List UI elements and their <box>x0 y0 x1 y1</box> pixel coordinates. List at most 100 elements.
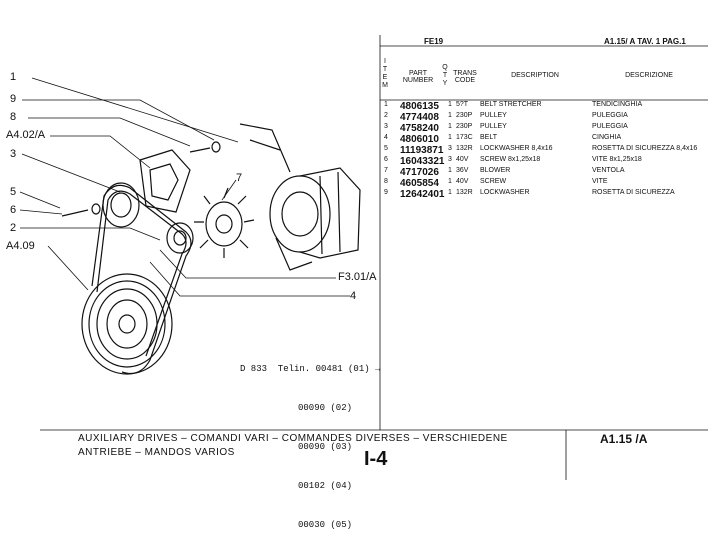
row-qty: 1 <box>448 123 452 130</box>
page-ref: A1.15/ A TAV. 1 PAG.1 <box>604 37 686 46</box>
row-qty: 1 <box>448 189 452 196</box>
callout-5: 5 <box>10 186 17 198</box>
row-descrizione: VITE <box>592 178 608 185</box>
callout-1: 1 <box>10 71 17 83</box>
row-item: 2 <box>384 112 388 119</box>
serial-line-3: 00090 (03) <box>298 442 353 452</box>
row-item: 9 <box>384 189 388 196</box>
header-descrizione: DESCRIZIONE <box>625 72 673 79</box>
row-description: SCREW 8x1,25x18 <box>480 156 541 163</box>
row-trans-code: 132R <box>456 145 473 152</box>
blower-fan <box>194 187 255 258</box>
row-description: BLOWER <box>480 167 511 174</box>
header-qty: Q T Y <box>442 64 448 87</box>
row-item: 5 <box>384 145 388 152</box>
table-row: 8 4605854 1 40V SCREW VITE <box>380 178 710 189</box>
row-trans-code: 40V <box>456 178 469 185</box>
row-description: BELT STRETCHER <box>480 101 542 108</box>
footer-title-1: AUXILIARY DRIVES – COMANDI VARI – COMMAN… <box>78 433 508 444</box>
row-trans-code: 230P <box>456 123 473 130</box>
row-descrizione: TENDICINGHIA <box>592 101 643 108</box>
row-qty: 1 <box>448 134 452 141</box>
serial-line-5: 00030 (05) <box>298 520 353 530</box>
row-qty: 1 <box>448 167 452 174</box>
callout-9: 9 <box>10 93 17 105</box>
header-part-number: PART NUMBER <box>402 70 434 84</box>
row-descrizione: VENTOLA <box>592 167 625 174</box>
row-descrizione: ROSETTA DI SICUREZZA 8,4x16 <box>592 145 698 152</box>
row-item: 6 <box>384 156 388 163</box>
table-row: 2 4774408 1 230P PULLEY PULEGGIA <box>380 112 710 123</box>
row-description: PULLEY <box>480 112 507 119</box>
row-part-number: 4758240 <box>400 123 439 134</box>
header-trans-code: TRANS CODE <box>453 70 477 84</box>
pulley-3 <box>102 182 140 228</box>
belt <box>91 184 192 375</box>
callout-f301: F3.01/A <box>338 271 377 283</box>
row-description: LOCKWASHER 8,4x16 <box>480 145 553 152</box>
row-item: 1 <box>384 101 388 108</box>
row-qty: 1 <box>448 178 452 185</box>
row-trans-code: 40V <box>456 156 469 163</box>
table-row: 1 4806135 1 5?T BELT STRETCHER TENDICINGHIA <box>380 101 710 112</box>
header-item: I T E M <box>382 58 388 89</box>
page-number: I-4 <box>364 448 388 470</box>
callout-a409: A4.09 <box>6 240 35 252</box>
row-trans-code: 5?T <box>456 101 469 108</box>
table-row: 3 4758240 1 230P PULLEY PULEGGIA <box>380 123 710 134</box>
callout-3: 3 <box>10 148 17 160</box>
row-qty: 1 <box>448 112 452 119</box>
exploded-diagram <box>19 35 708 480</box>
crank-pulley <box>81 273 173 375</box>
callout-4: 4 <box>350 290 357 302</box>
row-part-number: 12642401 <box>400 189 445 200</box>
row-trans-code: 173C <box>456 134 473 141</box>
row-item: 3 <box>384 123 388 130</box>
screw-6 <box>61 209 89 217</box>
row-qty: 3 <box>448 156 452 163</box>
row-trans-code: 36V <box>456 167 469 174</box>
row-part-number: 4605854 <box>400 178 439 189</box>
row-part-number: 4806010 <box>400 134 439 145</box>
row-item: 7 <box>384 167 388 174</box>
row-descrizione: PULEGGIA <box>592 112 628 119</box>
row-description: BELT <box>480 134 497 141</box>
table-row: 5 11193871 3 132R LOCKWASHER 8,4x16 ROSETTA D… <box>380 145 710 156</box>
serial-line-4: 00102 (04) <box>298 481 353 491</box>
row-descrizione: PULEGGIA <box>592 123 628 130</box>
belt-stretcher-bracket <box>139 149 191 213</box>
row-qty: 3 <box>448 145 452 152</box>
row-part-number: 11193871 <box>400 145 444 156</box>
row-part-number: 16043321 <box>400 156 445 167</box>
pulley-2 <box>166 222 194 254</box>
table-row: 7 4717026 1 36V BLOWER VENTOLA <box>380 167 710 178</box>
row-qty: 1 <box>448 101 452 108</box>
row-item: 4 <box>384 134 388 141</box>
callout-7: 7 <box>236 172 243 184</box>
row-part-number: 4806135 <box>400 101 439 112</box>
callout-2: 2 <box>10 222 17 234</box>
model-code: FE19 <box>424 37 444 46</box>
row-part-number: 4774408 <box>400 112 439 123</box>
table-row: 4 4806010 1 173C BELT CINGHIA <box>380 134 710 145</box>
callout-8: 8 <box>10 111 17 123</box>
serial-line-2: 00090 (02) <box>298 403 353 413</box>
row-descrizione: CINGHIA <box>592 134 622 141</box>
footer-title-2: ANTRIEBE – MANDOS VARIOS <box>78 447 235 458</box>
serial-line-1: D 833 Telin. 00481 (01) → <box>240 364 381 374</box>
row-description: LOCKWASHER <box>480 189 530 196</box>
row-part-number: 4717026 <box>400 167 439 178</box>
header-description: DESCRIPTION <box>511 72 559 79</box>
row-description: SCREW <box>480 178 507 185</box>
callout-a402: A4.02/A <box>6 129 46 141</box>
row-trans-code: 230P <box>456 112 473 119</box>
row-trans-code: 132R <box>456 189 473 196</box>
row-item: 8 <box>384 178 388 185</box>
alternator <box>239 123 361 271</box>
row-descrizione: ROSETTA DI SICUREZZA <box>592 189 675 196</box>
drawing-code: A1.15 /A <box>600 432 648 446</box>
callout-6: 6 <box>10 204 17 216</box>
row-description: PULLEY <box>480 123 507 130</box>
